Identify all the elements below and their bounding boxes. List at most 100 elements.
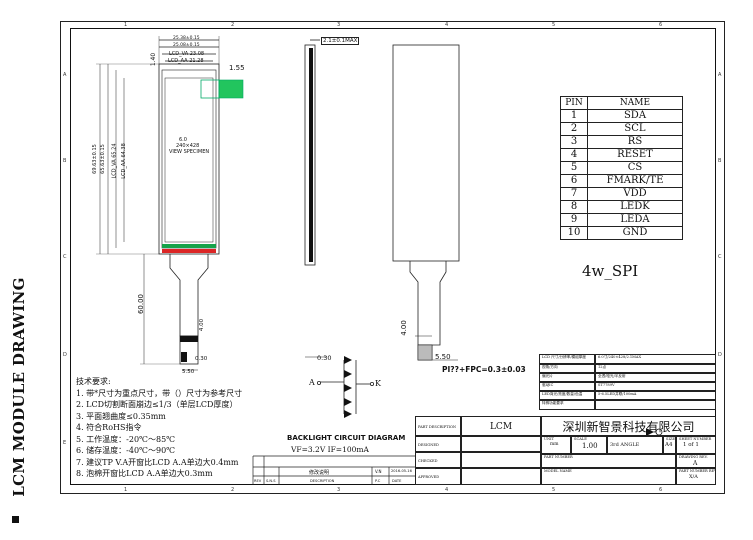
back-dim-5-50: 5.50 [435, 353, 451, 361]
corner-detail-highlight [218, 79, 244, 99]
scale-label: SCALE [574, 437, 587, 441]
fpc-thickness-note: PI??+FPC=0.3±0.03 [442, 365, 526, 374]
spec-label-6: 特殊功能要求 [539, 400, 595, 410]
spec-label-3: 偏光片 [539, 373, 595, 382]
note-item: 4. 符合RoHS指令 [76, 423, 142, 432]
pad-area-green [162, 244, 216, 248]
zone-col-2: 2 [231, 22, 235, 28]
zone-row-a: A [63, 72, 67, 78]
led-diode-5 [344, 410, 352, 418]
rev-col-desc: DESCRIPTION [310, 479, 335, 483]
note-item: 8. 泡棉开窗比LCD A.A单边大0.3mm [76, 469, 213, 478]
sheet-label: SHEET NUMBER [679, 437, 712, 441]
backlight-cathode-label: K [375, 379, 381, 388]
rev-col-pc: P.C [375, 479, 381, 483]
zone-row-a-right: A [718, 72, 722, 78]
led-diode-1 [344, 356, 352, 364]
side-view-glass [309, 48, 313, 262]
back-dim-4: 4.00 [399, 320, 408, 336]
zone-col-3: 3 [337, 22, 341, 28]
front-dim-0-30: 0.30 [195, 356, 208, 362]
zone-row-e: E [63, 440, 67, 446]
designed-label: DESIGNED [415, 436, 461, 452]
note-item: 6. 储存温度：-40℃～90℃ [76, 446, 176, 455]
zone-col-6-bottom: 6 [659, 487, 663, 493]
unit-cell: UNIT mm [541, 436, 571, 454]
zone-col-1-bottom: 1 [124, 487, 128, 493]
zone-row-b: B [63, 158, 67, 164]
front-dim-5-50: 5.50 [182, 369, 195, 375]
zone-col-5: 5 [552, 22, 556, 28]
unit-label: UNIT [544, 437, 554, 441]
zone-row-b-right: B [718, 158, 722, 164]
drawing-frame-inner [70, 28, 716, 485]
spec-label-2: 视角/方向 [539, 364, 595, 373]
front-dim-4: 4.00 [199, 318, 206, 332]
drawing-rev-label: DRAWING REV. [679, 455, 708, 459]
scale-cell: SCALE 1.00 [571, 436, 607, 454]
model-name-label: MODEL NAME [544, 469, 572, 473]
note-item: 2. LCD切割断面崩边≤1/3（单层LCD厚度） [76, 400, 238, 409]
corner-detail-box [200, 79, 220, 99]
back-dim-0-30: 0.30 [317, 354, 332, 362]
center-label-3: VIEW SPECIMEN [169, 149, 210, 155]
zone-row-d-right: D [718, 352, 722, 358]
part-number-cell: PART NUMBER [541, 454, 676, 468]
drawing-rev-cell: DRAWING REV. A [676, 454, 716, 468]
designed-value [461, 436, 541, 452]
back-panel-outline [392, 44, 460, 262]
backlight-title: BACKLIGHT CIRCUIT DIAGRAM [287, 434, 406, 442]
checked-label: CHECKED [415, 452, 461, 468]
part-description-label: PART DESCRIPTION [415, 416, 461, 436]
note-item: 5. 工作温度：-20℃～85℃ [76, 434, 176, 444]
sheet-cell: SHEET NUMBER 1 of 1 [676, 436, 716, 454]
side-view-outline [304, 44, 316, 266]
dim-1-55: 1.55 [229, 64, 245, 72]
front-panel-outline [158, 63, 220, 255]
approved-value [461, 468, 541, 485]
title-block: LCD 尺寸/分辨率/模组厚度 6.0寸/240×428/2.1MAX 视角/方… [415, 354, 716, 485]
dim-left-1: 69.63±0.15 [91, 144, 98, 174]
note-item: 3. 平面翘曲度≤0.35mm [76, 411, 166, 421]
pad-area-red [162, 249, 216, 253]
part-number-label: PART NUMBER [544, 455, 573, 459]
drawing-rev-value: A [693, 460, 698, 467]
dim-1-40: 1.40 [150, 52, 158, 67]
led-diode-4 [344, 398, 352, 406]
zone-col-6: 6 [659, 22, 663, 28]
zone-col-4-bottom: 4 [445, 487, 449, 493]
front-panel-active-area [161, 69, 217, 249]
dim-top-1: 25.38±0.15 [173, 36, 200, 41]
drawing-frame-outer [60, 21, 725, 494]
sheet-value: 1 of 1 [683, 442, 699, 448]
center-label-2: 240×428 [176, 143, 200, 149]
center-label-1: 6.0 [179, 137, 187, 143]
rev-col-sns: S.N.S [266, 479, 276, 483]
front-fpc-contacts [180, 336, 198, 342]
name-header: NAME [587, 96, 683, 110]
spec-value-2: 12点 [595, 364, 716, 373]
part-value: LCM [461, 416, 541, 436]
pin-header: PIN [560, 96, 588, 110]
spec-label-1: LCD 尺寸/分辨率/模组厚度 [539, 354, 595, 364]
zone-col-5-bottom: 5 [552, 487, 556, 493]
bullet-square [12, 516, 19, 523]
backlight-spec: VF=3.2V IF=100mA [291, 445, 369, 454]
dim-left-4: LCD_AA 64.38 [120, 143, 127, 179]
model-name-cell: MODEL NAME [541, 468, 676, 485]
zone-col-3-bottom: 3 [337, 487, 341, 493]
zone-row-d: D [63, 352, 67, 358]
size-value: A4 [665, 442, 673, 448]
size-label: SIZE [666, 437, 676, 441]
back-fpc-pad-fill [417, 344, 433, 361]
notes-title: 技术要求: [76, 377, 111, 386]
side-thickness: 2.1±0.1MAX [321, 37, 360, 45]
